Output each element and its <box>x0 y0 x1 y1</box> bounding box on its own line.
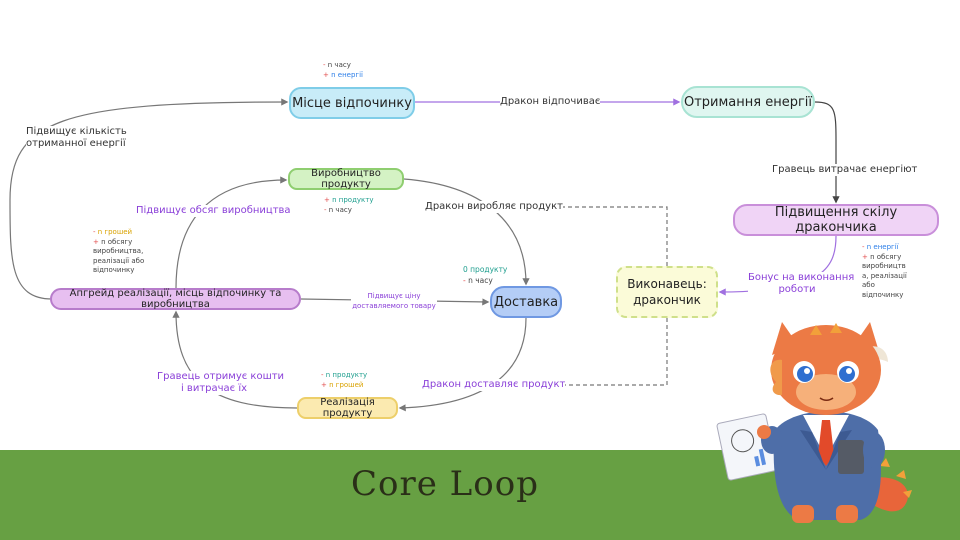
node-delivery: Доставка <box>490 286 562 318</box>
note-skill-text-1: n енергії <box>866 243 899 251</box>
footer-title: Core Loop <box>351 464 539 504</box>
note-rest-sign-2: + <box>323 70 329 79</box>
edge-upgrade-rest <box>9 98 289 300</box>
edge-energy-skill <box>814 101 840 204</box>
note-upgrade-text-2: n обсягу <box>101 237 133 246</box>
label-player-spends-energy: Гравець витрачає енергіют <box>772 164 918 176</box>
node-energy-gain: Отримання енергії <box>681 86 815 118</box>
note-sale: - n продукту + n грошей <box>321 371 367 390</box>
label-dragon-rests: Дракон відпочиває <box>500 96 601 108</box>
core-loop-diagram: Місце відпочинку Отримання енергії Підви… <box>9 61 939 419</box>
label-dragon-produces: Дракон виробляє продукт <box>425 201 563 213</box>
note-sale-sign-2: + <box>321 380 327 389</box>
label-player-gets-line-2: і витрачає їх <box>180 383 248 394</box>
note-upgrade-sign-2: + <box>93 237 99 246</box>
note-skill-text-2: n обсягу <box>870 252 902 261</box>
note-upgrade-text-3: виробництва, <box>93 247 144 255</box>
label-player-gets-line-1: Гравець отримує кошти <box>157 371 285 382</box>
note-delivery-text-2: n часу <box>468 276 493 285</box>
label-player-gets-money: Гравець отримує кошти і витрачає їх <box>157 371 285 395</box>
executor-line-2: дракончик <box>633 293 701 307</box>
edge-delivery-sale <box>398 317 527 412</box>
label-increase-energy-line-1: Підвищує кількість <box>26 126 127 137</box>
note-production-sign-1: + <box>324 196 330 204</box>
executor-line-1: Виконавець: <box>627 277 707 291</box>
edge-executor-delivery <box>550 318 668 386</box>
note-production: + n продукту - n часу <box>324 196 374 215</box>
label-bonus-line-1: Бонус на виконання <box>748 272 855 283</box>
note-skill-sign-2: + <box>862 252 868 261</box>
note-upgrade-text-1: n грошей <box>97 228 133 236</box>
node-rest-place: Місце відпочинку <box>289 87 415 119</box>
note-upgrade-sign-1: - <box>93 228 96 236</box>
note-rest-sign-1: - <box>323 61 326 69</box>
node-skill-upgrade: Підвищення скілу дракончика <box>733 204 939 236</box>
label-increase-energy-line-2: отриманної енергії <box>26 138 126 149</box>
note-upgrade-text-4: реалізації або <box>93 256 145 265</box>
note-delivery-sign-2: - <box>463 276 466 285</box>
label-increase-energy: Підвищує кількість отриманної енергії <box>26 126 127 150</box>
note-skill-text-4: а, реалізації <box>862 271 907 280</box>
note-sale-text-1: n продукту <box>325 371 368 379</box>
edge-executor-production <box>552 206 668 266</box>
note-production-text-1: n продукту <box>332 196 374 204</box>
note-upgrade: - n грошей + n обсягу виробництва, реалі… <box>93 228 144 276</box>
label-raise-price: Підвищує ціну доставляемого товару <box>351 291 437 311</box>
note-production-text-2: n часу <box>328 205 352 214</box>
note-sale-text-2: n грошей <box>329 380 364 389</box>
edge-upgrade-production <box>175 176 288 289</box>
note-rest-text-1: n часу <box>327 61 351 69</box>
note-skill-text-3: виробництв <box>862 262 906 270</box>
node-production: Виробництво продукту <box>288 168 404 190</box>
note-sale-sign-1: - <box>321 371 324 379</box>
note-upgrade-text-5: відпочинку <box>93 266 135 274</box>
note-skill-text-5: або <box>862 281 875 289</box>
label-dragon-delivers: Дракон доставляє продукт <box>422 379 566 391</box>
note-delivery-text-1: 0 продукту <box>463 265 508 274</box>
label-bonus-line-2: роботи <box>778 284 816 295</box>
node-executor: Виконавець: дракончик <box>616 266 718 318</box>
node-upgrade: Апгрейд реалізації, місць відпочинку та … <box>50 288 301 310</box>
note-skill: - n енергії + n обсягу виробництв а, реа… <box>862 243 907 300</box>
note-rest: - n часу + n енергії <box>323 61 363 80</box>
node-sale: Реалізація продукту <box>297 397 398 419</box>
note-delivery: 0 продукту - n часу <box>463 264 507 286</box>
label-raise-price-line-1: Підвищує ціну <box>367 292 421 300</box>
note-rest-text-2: n енергії <box>331 70 363 79</box>
note-production-sign-2: - <box>324 205 327 214</box>
note-skill-text-6: відпочинку <box>862 290 904 299</box>
note-skill-sign-1: - <box>862 243 865 251</box>
label-increase-volume: Підвищує обсяг виробництва <box>136 205 291 217</box>
label-raise-price-line-2: доставляемого товару <box>352 302 436 310</box>
label-bonus: Бонус на виконання роботи <box>748 272 855 296</box>
